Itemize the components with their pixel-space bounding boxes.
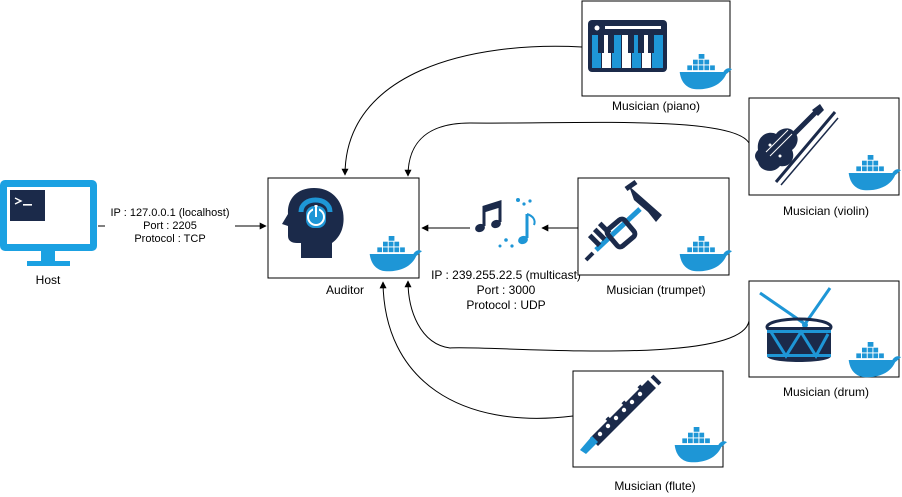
- violin-node: Musician (violin): [748, 97, 901, 218]
- piano-keyboard-icon: [588, 20, 667, 72]
- edge-flute-to-auditor: [379, 281, 574, 419]
- tcp-port-text: Port : 2205: [143, 220, 197, 232]
- piano-label: Musician (piano): [612, 99, 700, 113]
- tcp-link-label: IP : 127.0.0.1 (localhost) Port : 2205 P…: [105, 206, 235, 246]
- udp-port-text: Port : 3000: [477, 283, 536, 297]
- violin-label: Musician (violin): [783, 204, 869, 218]
- trumpet-icon: [584, 179, 662, 262]
- flute-node: Musician (flute): [572, 370, 727, 493]
- drum-node: Musician (drum): [748, 280, 901, 399]
- violin-icon: [755, 104, 839, 186]
- udp-protocol-text: Protocol : UDP: [466, 298, 545, 312]
- udp-multicast-node: IP : 239.255.22.5 (multicast) Port : 300…: [431, 198, 581, 312]
- trumpet-label: Musician (trumpet): [606, 283, 705, 297]
- drum-icon: [759, 287, 833, 362]
- flute-label: Musician (flute): [614, 479, 695, 493]
- headphones-head-icon: [282, 188, 344, 258]
- tcp-ip-text: IP : 127.0.0.1 (localhost): [110, 207, 229, 219]
- udp-ip-text: IP : 239.255.22.5 (multicast): [431, 268, 581, 282]
- flute-icon: [580, 374, 662, 454]
- drum-label: Musician (drum): [783, 385, 869, 399]
- edge-drum-to-auditor: [404, 280, 750, 352]
- host-label: Host: [36, 273, 61, 287]
- trumpet-node: Musician (trumpet): [577, 177, 732, 297]
- piano-node: Musician (piano): [581, 0, 732, 113]
- tcp-protocol-text: Protocol : TCP: [134, 233, 205, 245]
- host-node: Host: [0, 180, 97, 287]
- music-notes-icon: [475, 198, 536, 248]
- edge-violin-to-auditor: [404, 121, 750, 177]
- edge-piano-to-auditor: [341, 45, 583, 176]
- computer-terminal-icon: [0, 180, 97, 266]
- auditor-node: Auditor: [267, 177, 422, 297]
- auditor-label: Auditor: [326, 283, 364, 297]
